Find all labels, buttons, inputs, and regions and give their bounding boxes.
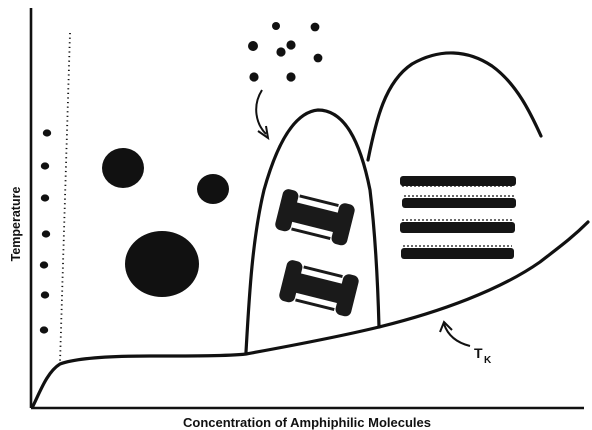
monomer xyxy=(314,54,323,63)
cluster-arrow xyxy=(256,90,268,138)
monomer xyxy=(276,47,285,56)
lamellar-bilayers xyxy=(400,176,516,259)
y-axis-label: Temperature xyxy=(9,187,23,262)
monomer xyxy=(41,162,49,169)
monomer xyxy=(272,22,280,30)
krafft-arrow xyxy=(440,322,470,346)
monomer-cluster xyxy=(248,22,322,82)
monomer xyxy=(286,40,295,49)
monomer xyxy=(311,23,320,32)
rod-micelle-upper xyxy=(274,188,356,247)
micelle-large xyxy=(125,231,199,297)
monomer xyxy=(41,194,49,201)
rod-micelle-lower xyxy=(278,259,360,318)
bilayer xyxy=(402,196,516,208)
monomer xyxy=(248,41,258,51)
monomer xyxy=(40,326,48,333)
lamellar-phase-boundary xyxy=(368,53,541,160)
micelle-medium xyxy=(102,148,144,188)
monomer xyxy=(41,291,49,298)
monomer xyxy=(40,261,48,268)
bilayer xyxy=(401,246,514,259)
krafft-label-subscript: K xyxy=(484,355,492,366)
bilayer xyxy=(400,176,516,186)
monomer xyxy=(43,129,51,136)
cmc-dotted-line xyxy=(60,33,70,363)
x-axis-label: Concentration of Amphiphilic Molecules xyxy=(183,415,431,430)
krafft-label: T K xyxy=(474,345,492,366)
micelle-small xyxy=(197,174,229,204)
bilayer xyxy=(400,220,515,233)
monomer xyxy=(286,72,295,81)
monomer-column xyxy=(40,129,51,333)
hexagonal-phase-boundary xyxy=(246,110,379,352)
monomer xyxy=(249,72,258,81)
krafft-label-main: T xyxy=(474,345,483,361)
monomer xyxy=(42,230,50,237)
spherical-micelles xyxy=(102,148,229,297)
